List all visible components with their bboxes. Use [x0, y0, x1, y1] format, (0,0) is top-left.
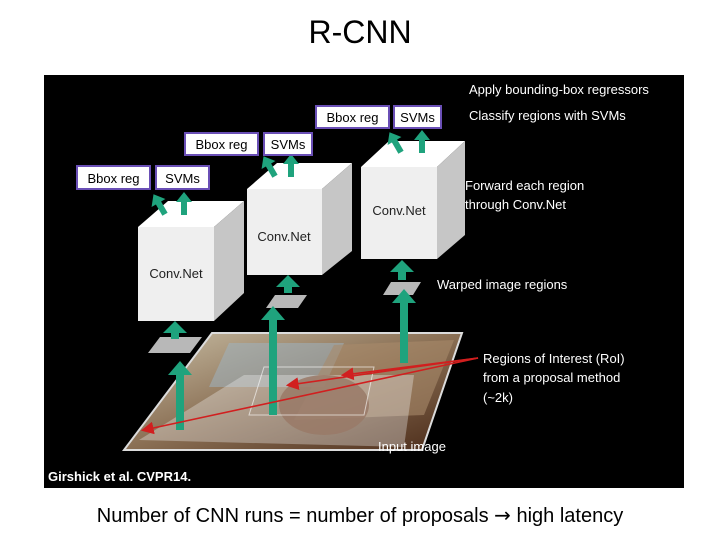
output-boxes-2: Bbox reg SVMs [184, 132, 313, 156]
annotation-roi-3: (~2k) [483, 390, 513, 405]
convnet-cube-3: Conv.Net [361, 141, 465, 259]
annotation-roi-1: Regions of Interest (RoI) [483, 351, 625, 366]
annotation-warped: Warped image regions [437, 277, 568, 292]
annotation-forward-1: Forward each region [465, 178, 584, 193]
rcnn-diagram-panel: Conv.Net Conv.Net Conv.Net Bbox reg SVMs… [44, 75, 684, 488]
bbox-reg-box-3 [315, 105, 390, 129]
convnet-cube-2: Conv.Net [247, 163, 352, 275]
bbox-reg-box-1 [76, 165, 151, 190]
rcnn-diagram: Conv.Net Conv.Net Conv.Net Bbox reg SVMs… [48, 82, 649, 484]
warped-region-1 [148, 337, 202, 353]
svms-box-3 [393, 105, 442, 129]
slide-title: R-CNN [308, 14, 412, 50]
svms-label-3: SVMs [400, 110, 435, 125]
bbox-reg-label-2: Bbox reg [195, 137, 247, 152]
svms-box-2 [263, 132, 313, 156]
roi-pointer-lines [140, 357, 479, 435]
input-arrows [168, 289, 416, 430]
bbox-reg-label-3: Bbox reg [326, 110, 378, 125]
bbox-reg-label-1: Bbox reg [87, 171, 139, 186]
convnet-label-2: Conv.Net [257, 229, 311, 244]
svms-label-1: SVMs [165, 171, 200, 186]
output-boxes-3: Bbox reg SVMs [315, 105, 442, 129]
annotation-classify-svm: Classify regions with SVMs [469, 108, 626, 123]
output-boxes-1: Bbox reg SVMs [76, 165, 210, 190]
caption-text-after: high latency [516, 505, 624, 527]
convnet-label-1: Conv.Net [149, 266, 203, 281]
annotation-apply-bbox: Apply bounding-box regressors [469, 82, 649, 97]
annotation-forward-2: through Conv.Net [465, 197, 566, 212]
svms-box-1 [155, 165, 210, 190]
warped-region-3 [383, 282, 421, 295]
convnet-label-3: Conv.Net [372, 203, 426, 218]
warped-region-2 [266, 295, 307, 308]
slide-caption: Number of CNN runs = number of proposals… [0, 503, 720, 528]
output-arrows [151, 130, 430, 216]
caption-text-before: Number of CNN runs = number of proposals [96, 505, 489, 527]
warp-arrows [163, 260, 414, 339]
right-arrow-icon: → [494, 503, 511, 527]
annotation-input-image: Input image [378, 439, 446, 454]
citation: Girshick et al. CVPR14. [48, 469, 191, 484]
bbox-reg-box-2 [184, 132, 259, 156]
convnet-cube-1: Conv.Net [138, 201, 244, 321]
annotation-roi-2: from a proposal method [483, 370, 620, 385]
svms-label-2: SVMs [271, 137, 306, 152]
